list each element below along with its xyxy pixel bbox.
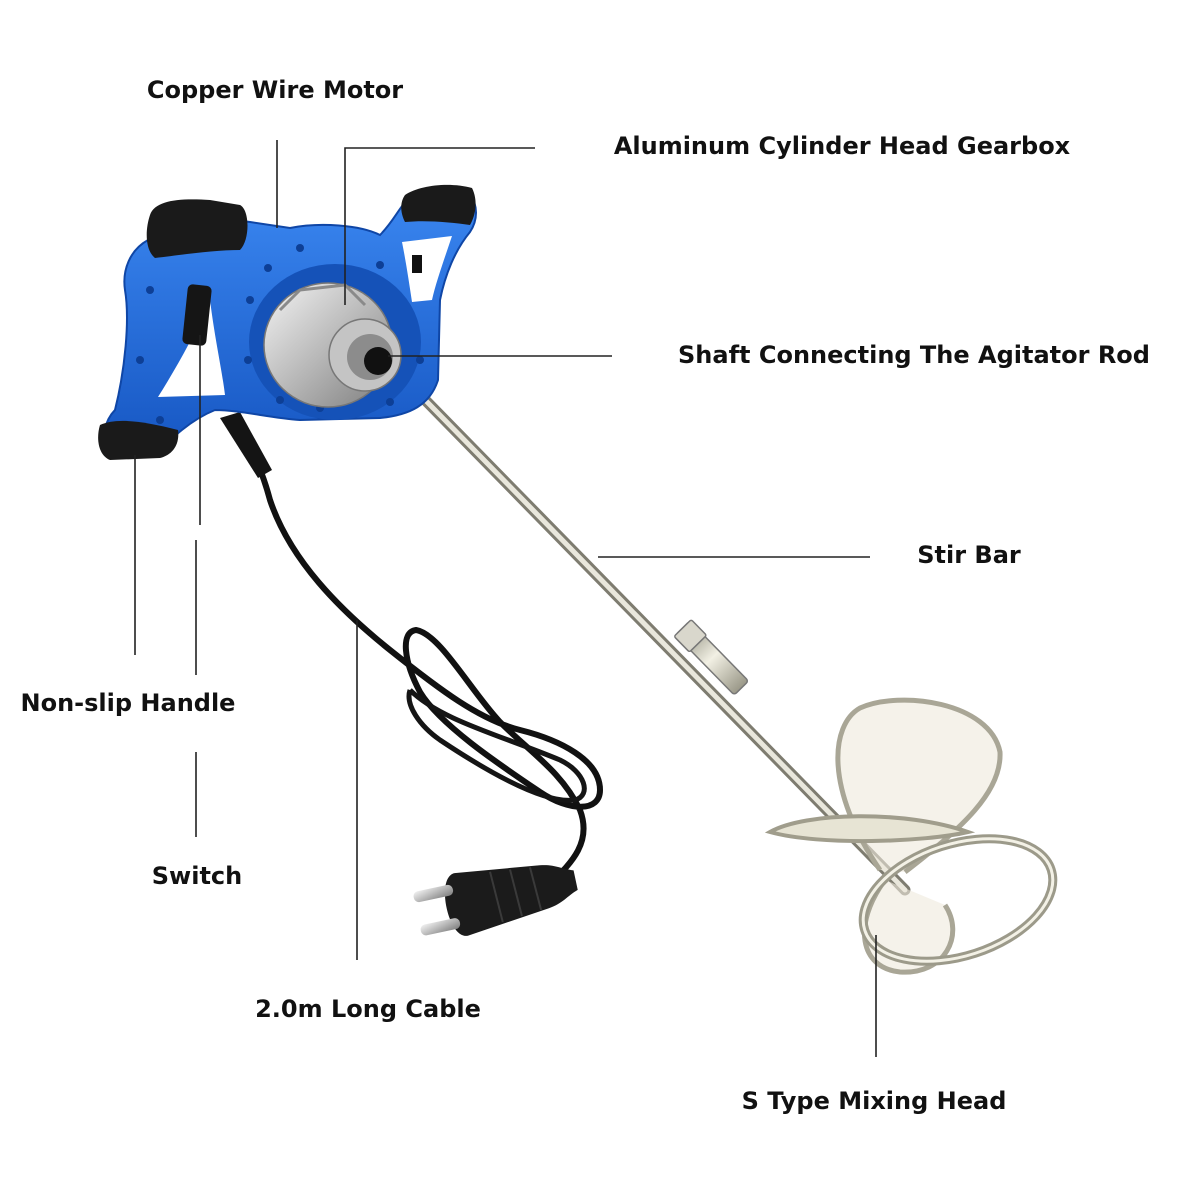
rod-coupling [674,619,749,695]
label-cable: 2.0m Long Cable [255,995,481,1023]
label-switch: Switch [152,862,242,890]
power-cable [220,412,604,885]
label-handle: Non-slip Handle [21,689,236,717]
power-switch [182,284,212,346]
vent-slot [412,255,422,273]
label-shaft: Shaft Connecting The Agitator Rod [678,341,1150,369]
mixing-blade-upper [835,697,1003,874]
rubber-grip-top-left [146,199,248,258]
mixing-blade-middle [764,814,976,844]
label-stir-bar: Stir Bar [917,541,1021,569]
handle-opening [402,236,452,302]
stir-bar [382,356,911,896]
label-gearbox: Aluminum Cylinder Head Gearbox [614,132,1071,160]
handle-opening [158,300,225,397]
power-plug [413,865,578,936]
leader-lines [134,140,877,1057]
plug-prong [420,918,461,936]
mixing-head [764,697,1058,975]
gearbox [263,282,402,408]
leader-gearbox [344,147,535,305]
label-copper-wire-motor: Copper Wire Motor [147,76,403,104]
label-mixing-head: S Type Mixing Head [742,1087,1007,1115]
rubber-grip-bottom-left [98,420,179,460]
plug-prong [413,884,454,903]
shaft-socket [364,347,392,375]
rubber-grip-top-right [401,184,476,225]
cable-strain-relief [220,412,272,478]
